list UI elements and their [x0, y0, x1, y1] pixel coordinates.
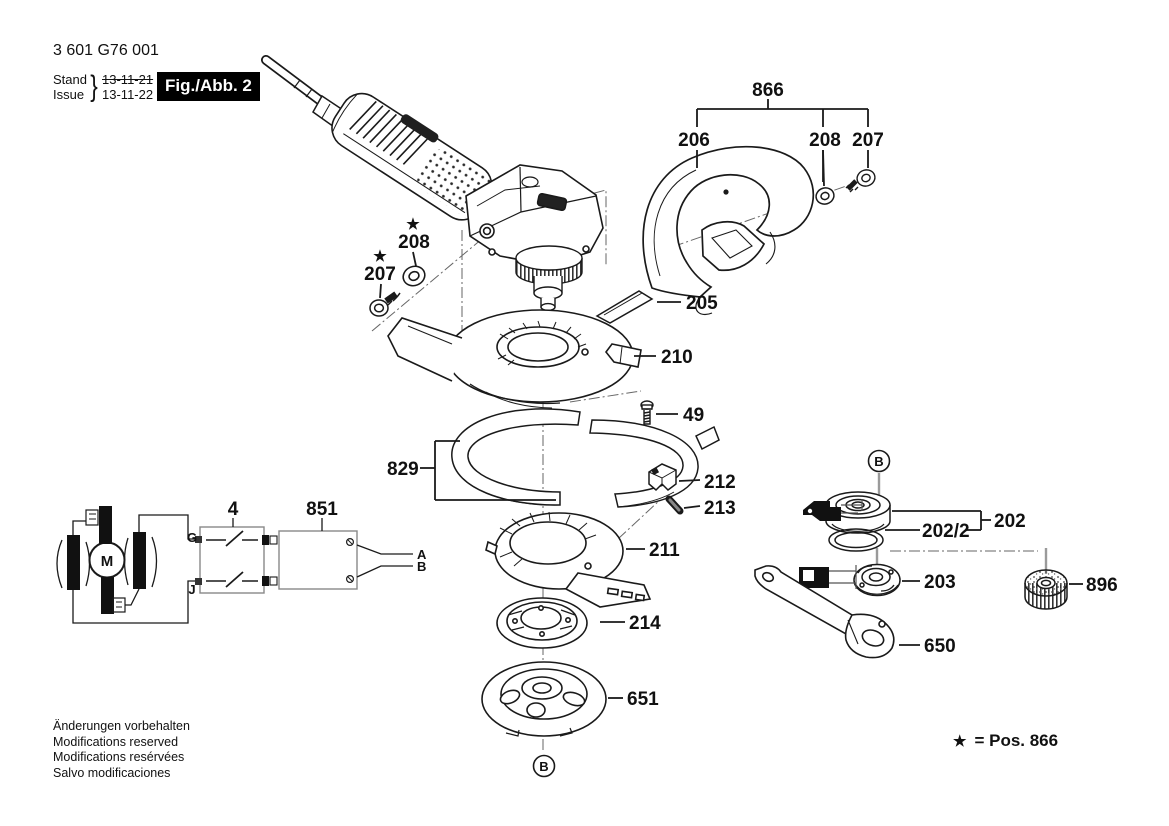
part-label-203: 203 [924, 572, 956, 593]
figure-number-box: Fig./Abb. 2 [157, 72, 260, 101]
part-label-214: 214 [629, 613, 661, 634]
leader-lines [379, 99, 1083, 699]
part-label-206: 206 [678, 130, 710, 151]
document-part-number: 3 601 G76 001 [53, 42, 159, 59]
part-label-207-top: 207 [852, 130, 884, 151]
stand-issue-block: Stand Issue } 13-11-21 13-11-22 [53, 70, 153, 104]
notice-line-fr: Modifications resérvées [53, 750, 185, 764]
sticker-205 [595, 290, 654, 324]
star-icon-208: ★ [406, 216, 420, 233]
circled-b-bottom-text: B [539, 759, 548, 774]
pin-wrench-650 [754, 565, 895, 659]
part-label-49: 49 [683, 405, 704, 426]
star-icon-207: ★ [373, 248, 387, 265]
spindle-drawing [515, 245, 583, 312]
part-label-829: 829 [387, 459, 419, 480]
screw-207-top [845, 169, 876, 193]
part-label-866: 866 [752, 80, 784, 101]
circled-b-top: B [867, 449, 891, 473]
issue-label: Issue [53, 87, 85, 102]
flange-203 [853, 563, 901, 597]
part-label-208-left: 208 [398, 232, 430, 253]
stand-label: Stand [53, 72, 87, 87]
terminal-label-g: G [187, 530, 197, 545]
latch-212 [648, 463, 677, 492]
star-icon: ★ [953, 733, 967, 750]
disc-651 [481, 661, 607, 737]
part-label-213: 213 [704, 498, 736, 519]
part-label-202: 202 [994, 511, 1026, 532]
grinder-body-drawing [331, 92, 495, 221]
gear-head-drawing [465, 164, 604, 266]
part-label-210: 210 [661, 347, 693, 368]
part-label-205: 205 [686, 293, 718, 314]
star-legend: ★ = Pos. 866 [953, 731, 1058, 751]
guard-210-drawing [387, 309, 642, 409]
wire-label-b: B [417, 559, 426, 574]
side-handle-drawing [642, 145, 815, 316]
screw-49 [640, 400, 654, 425]
part-label-207-left: 207 [364, 264, 396, 285]
part-label-896: 896 [1086, 575, 1118, 596]
part-label-650: 650 [924, 636, 956, 657]
part-labels: 866 206 208 207 ★ 208 ★ 207 205 210 49 8… [101, 80, 1118, 710]
tool-icon-202 [803, 499, 863, 521]
part-label-851: 851 [306, 499, 338, 520]
screw-207-left [369, 291, 401, 317]
part-label-211: 211 [649, 540, 680, 561]
washer-208-left [402, 265, 426, 287]
tool-icon-203 [799, 565, 857, 589]
circled-b-top-text: B [874, 454, 883, 469]
part-label-212: 212 [704, 472, 736, 493]
modifications-notice: Änderungen vorbehalten Modifications res… [53, 719, 190, 781]
circled-b-bottom: B [532, 754, 556, 778]
wire-label-a: A [417, 547, 427, 562]
notice-line-en: Modifications reserved [53, 734, 179, 749]
stand-date: 13-11-21 [102, 72, 154, 87]
issue-date: 13-11-22 [102, 87, 154, 102]
part-label-651: 651 [627, 689, 659, 710]
clamp-nut-896 [1024, 569, 1068, 610]
part-label-208-top: 208 [809, 130, 841, 151]
pin-213 [665, 495, 684, 515]
part-label-4: 4 [228, 499, 239, 520]
brush-ring-829 [451, 408, 720, 508]
wiring-diagram [56, 506, 413, 624]
washer-208-top [815, 187, 835, 205]
flange-214 [496, 597, 588, 649]
guard-211-drawing [485, 511, 652, 608]
notice-line-de: Änderungen vorbehalten [53, 719, 190, 733]
notice-line-es: Salvo modificaciones [53, 765, 171, 780]
star-legend-text: = Pos. 866 [974, 731, 1059, 750]
o-ring-202-2 [828, 528, 884, 552]
part-label-202-2: 202/2 [922, 521, 970, 542]
terminal-label-j: J [188, 582, 195, 597]
motor-symbol-label: M [101, 553, 114, 570]
brace-glyph: } [90, 70, 98, 103]
